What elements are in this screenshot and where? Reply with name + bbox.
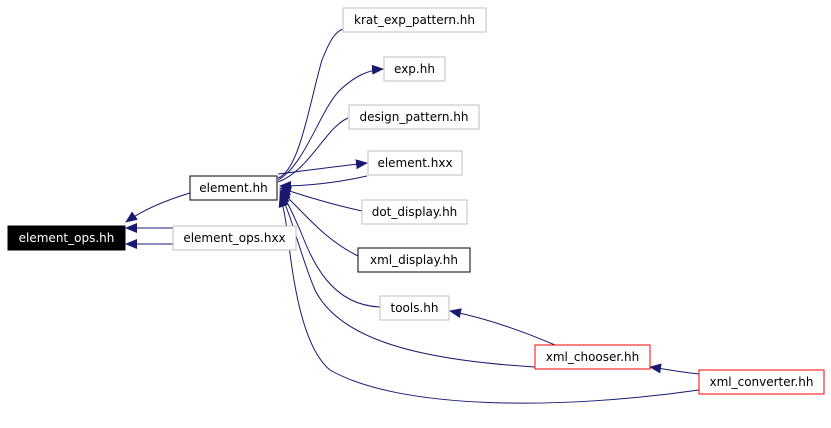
node-label: tools.hh [391,301,439,315]
node-label: xml_chooser.hh [546,350,640,364]
node-label: element_ops.hxx [183,231,285,245]
node-element-hh[interactable]: element.hh [189,175,278,201]
edge-element-hh-to-element-hxx [277,159,368,175]
node-exp-hh[interactable]: exp.hh [383,56,446,82]
edge-xml-chooser-hh-to-element-hh [279,193,536,368]
edge-element-hxx-to-element-hh [279,175,368,191]
node-label: exp.hh [394,62,435,76]
edge-element-hh-to-design-pattern-hh [277,117,349,183]
node-dot-display-hh[interactable]: dot_display.hh [361,199,468,225]
node-label: xml_display.hh [370,253,458,267]
edge-dot-display-hh-to-element-hh [279,186,363,212]
node-design-pattern-hh[interactable]: design_pattern.hh [348,104,480,130]
node-tools-hh[interactable]: tools.hh [379,295,450,321]
node-label: element.hh [199,181,268,195]
node-label: dot_display.hh [372,205,458,219]
node-label: krat_exp_pattern.hh [354,13,475,27]
node-krat-exp-pattern-hh[interactable]: krat_exp_pattern.hh [342,7,487,33]
edge-element-hh-to-element-ops-hh [125,192,191,223]
node-xml-chooser-hh[interactable]: xml_chooser.hh [534,344,651,370]
edge-xml-converter-hh-to-xml-chooser-hh [649,363,700,375]
edge-xml-chooser-hh-to-tools-hh [449,308,556,346]
node-xml-converter-hh[interactable]: xml_converter.hh [698,369,825,395]
edge-element-hh-to-exp-hh [277,64,384,181]
node-label: design_pattern.hh [360,110,469,124]
node-element-ops-hh[interactable]: element_ops.hh [7,225,126,251]
node-label: element.hxx [377,156,452,170]
node-element-hxx[interactable]: element.hxx [367,150,463,176]
node-xml-display-hh[interactable]: xml_display.hh [357,247,471,273]
node-element-ops-hxx[interactable]: element_ops.hxx [172,225,297,251]
edge-element-hh-to-krat-exp-pattern-hh [277,28,344,179]
node-label: xml_converter.hh [709,375,813,389]
edges [125,28,700,404]
node-label: element_ops.hh [19,231,115,245]
edge-xml-converter-hh-to-element-hh [278,195,700,404]
